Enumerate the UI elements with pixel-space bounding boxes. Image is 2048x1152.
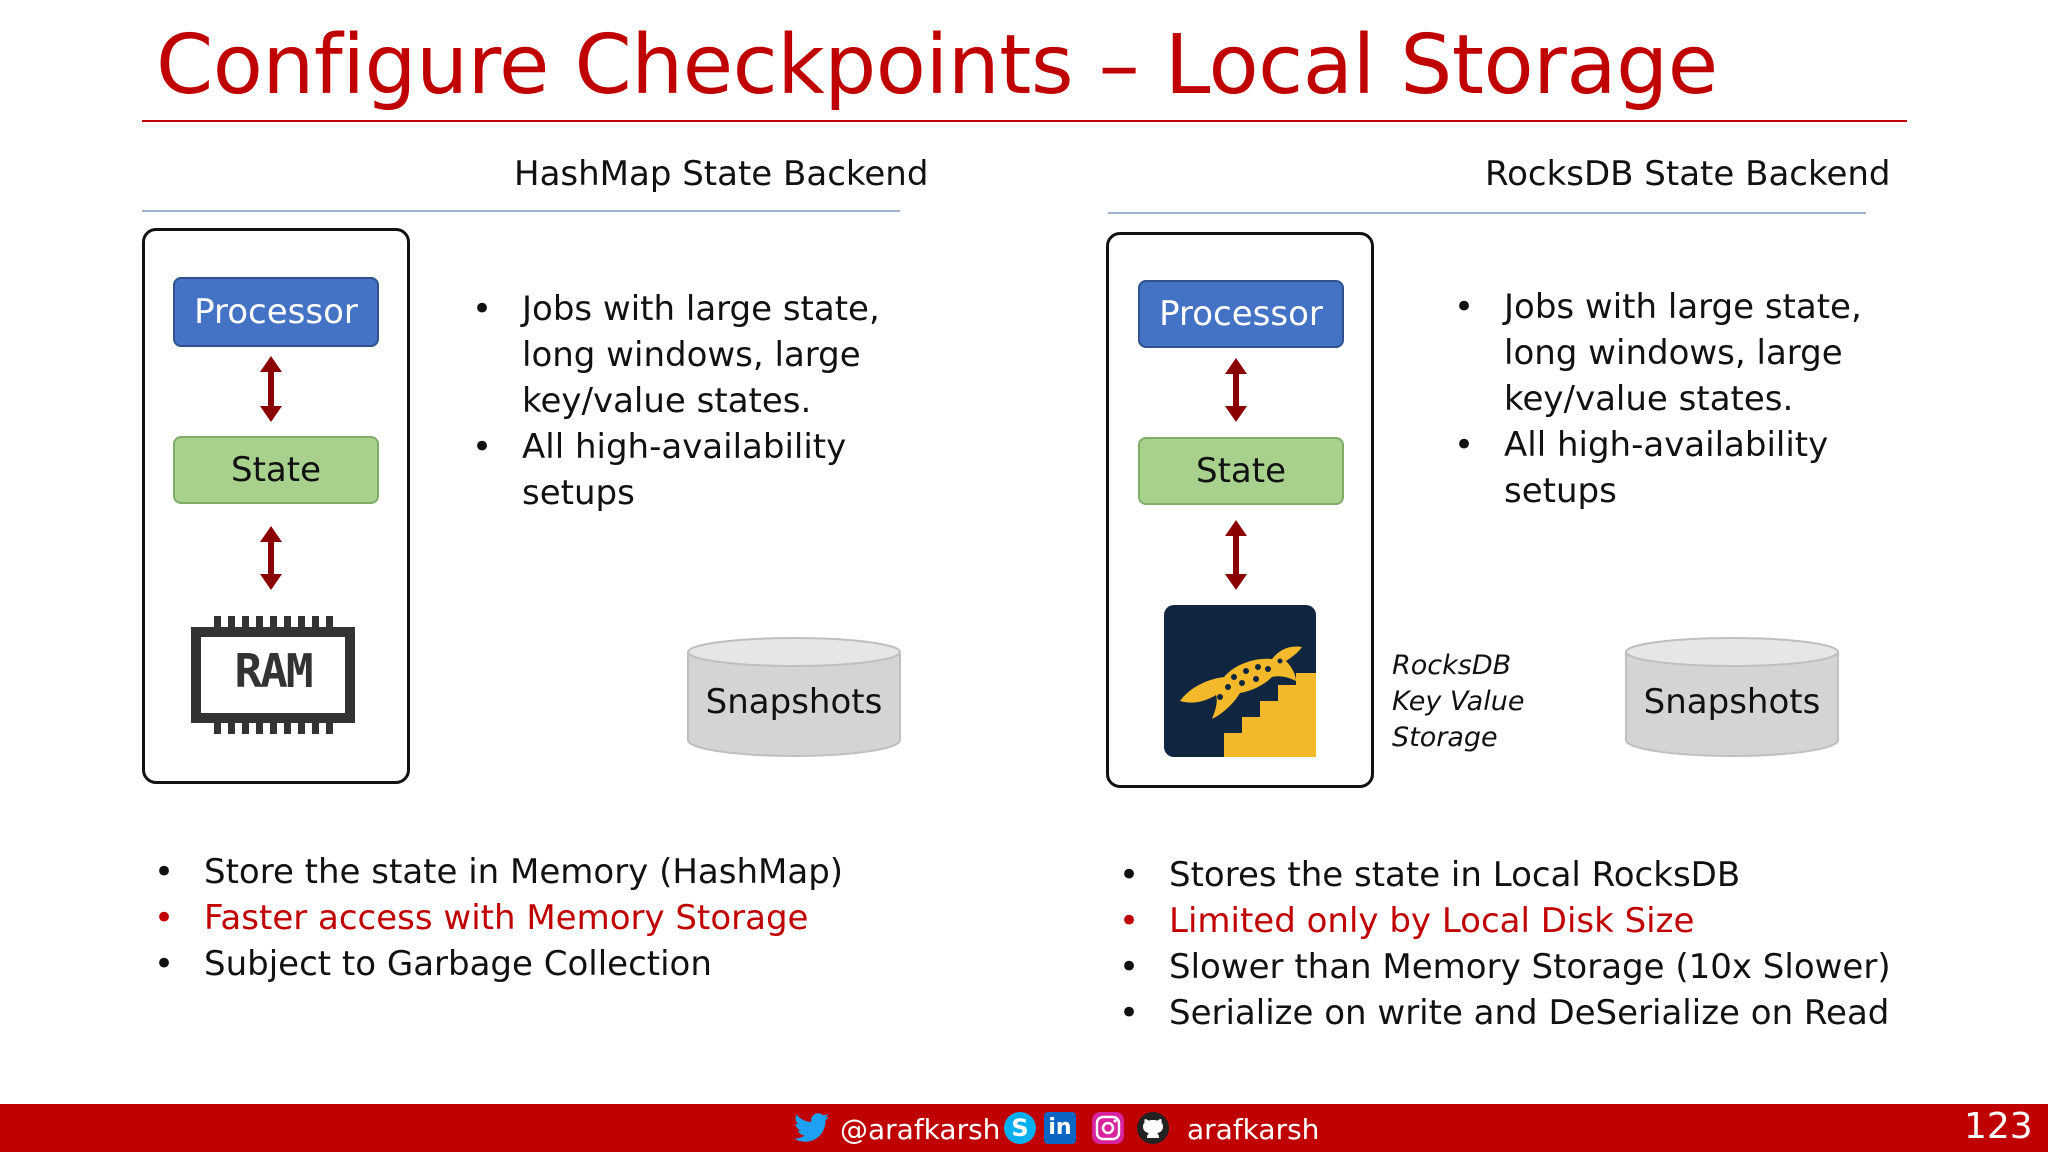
state-box-left: State [173,436,379,504]
note-line: RocksDB [1392,650,1512,681]
rocksdb-storage-note: RocksDB Key Value Storage [1392,648,1524,756]
list-item: Stores the state in Local RocksDB [1117,852,1997,898]
list-item: All high-availability setups [1452,422,1932,514]
hashmap-features: Store the state in Memory (HashMap) Fast… [152,849,952,987]
social-handle[interactable]: arafkarsh [1187,1113,1320,1146]
rocksdb-header-rule [1108,212,1866,214]
slide-title: Configure Checkpoints – Local Storage [156,18,1718,113]
list-item: Slower than Memory Storage (10x Slower) [1117,944,1997,990]
list-item: All high-availability setups [470,424,950,516]
skype-icon[interactable]: S [1004,1112,1036,1144]
note-line: Storage [1392,722,1498,753]
twitter-handle[interactable]: @arafkarsh [840,1113,1001,1146]
state-rocksdb-arrow [1225,520,1247,590]
snapshots-cylinder-left: Snapshots [686,636,902,758]
snapshots-label-right: Snapshots [1643,682,1821,722]
processor-box-right: Processor [1138,280,1344,348]
ram-label: RAM [234,644,313,698]
list-item: Subject to Garbage Collection [152,941,952,987]
rocksdb-use-cases: Jobs with large state, long windows, lar… [1452,284,1932,514]
processor-state-arrow-left [260,356,282,422]
list-item: Serialize on write and DeSerialize on Re… [1117,990,1997,1036]
hashmap-header-rule [142,210,900,212]
snapshots-label-left: Snapshots [705,682,883,722]
list-item: Jobs with large state, long windows, lar… [1452,284,1932,422]
rocksdb-backend-header: RocksDB State Backend [1485,154,1891,194]
state-box-right: State [1138,437,1344,505]
list-item: Store the state in Memory (HashMap) [152,849,952,895]
hashmap-backend-header: HashMap State Backend [514,154,929,194]
list-item: Limited only by Local Disk Size [1117,898,1997,944]
twitter-icon[interactable] [794,1113,830,1143]
linkedin-icon[interactable]: in [1044,1112,1076,1144]
list-item: Faster access with Memory Storage [152,895,952,941]
processor-state-arrow-right [1225,358,1247,422]
instagram-icon[interactable] [1092,1112,1124,1144]
processor-box-left: Processor [173,277,379,347]
github-icon[interactable] [1136,1111,1170,1145]
note-line: Key Value [1392,686,1525,717]
hashmap-use-cases: Jobs with large state, long windows, lar… [470,286,950,516]
rocksdb-features: Stores the state in Local RocksDB Limite… [1117,852,1997,1036]
ram-chip-icon: RAM [190,616,356,734]
rocksdb-logo-icon [1164,605,1316,757]
state-ram-arrow [260,526,282,590]
list-item: Jobs with large state, long windows, lar… [470,286,950,424]
snapshots-cylinder-right: Snapshots [1624,636,1840,758]
title-divider [142,120,1907,122]
page-number: 123 [1964,1106,2033,1147]
